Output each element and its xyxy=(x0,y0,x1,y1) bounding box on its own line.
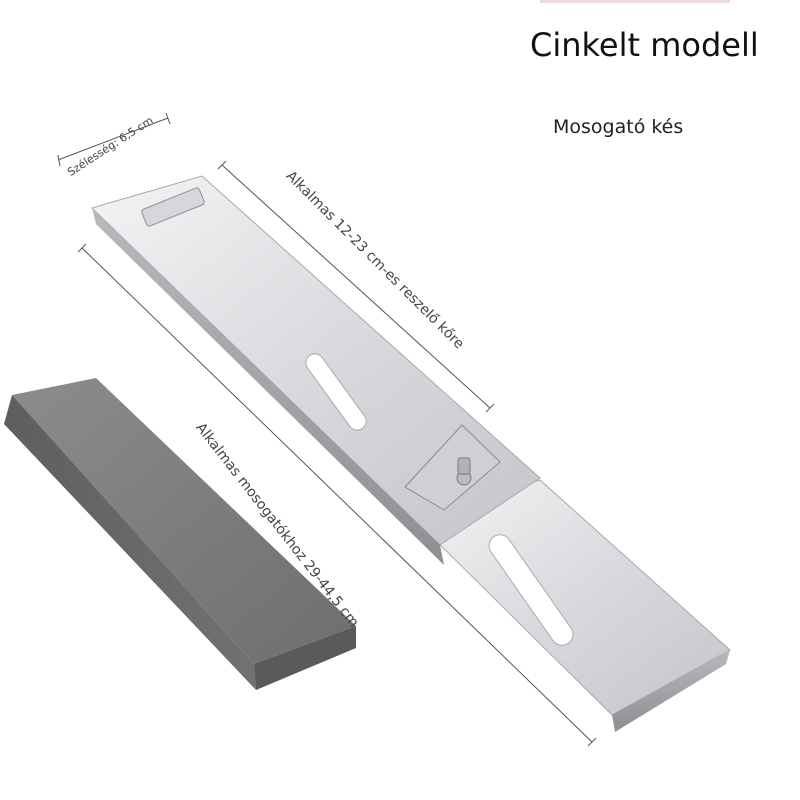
top-accent-line xyxy=(540,0,730,3)
product-title: Cinkelt modell xyxy=(530,26,759,64)
knife-holder xyxy=(91,175,731,732)
sharpening-stone xyxy=(4,378,356,690)
width-dimension-line xyxy=(57,112,171,167)
product-subtitle: Mosogató kés xyxy=(553,116,684,138)
sink-dimension-line xyxy=(77,243,597,747)
grater-dimension-line xyxy=(217,160,495,413)
